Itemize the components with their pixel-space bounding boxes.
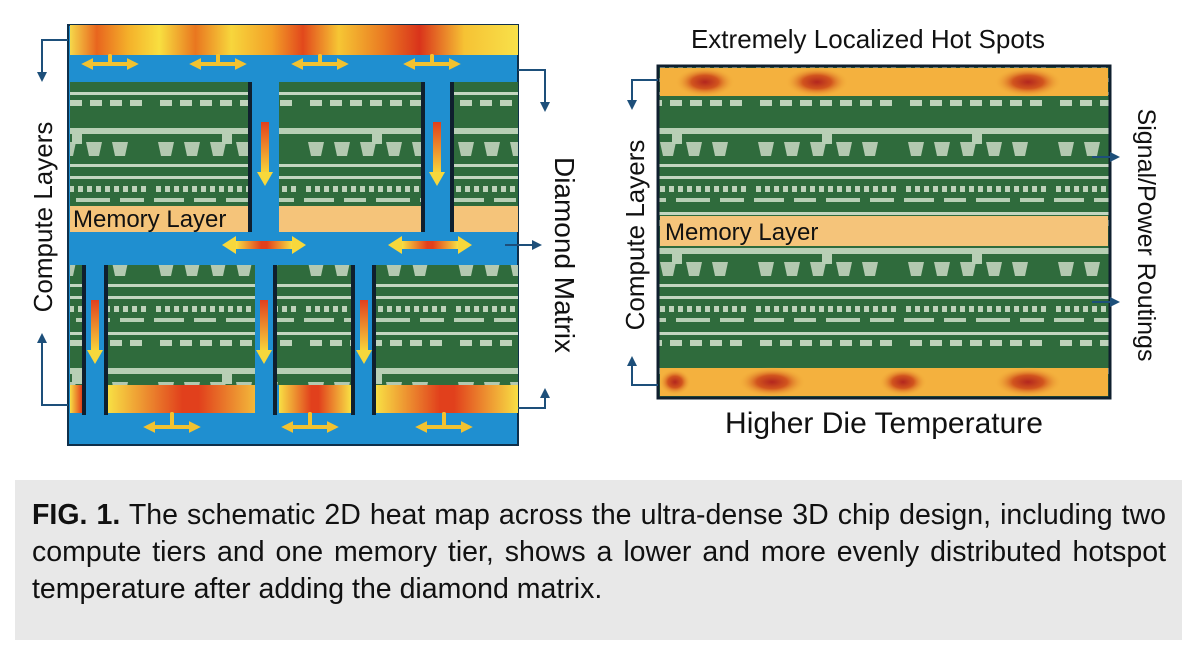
right-compute-layers-label: Compute Layers xyxy=(620,140,650,331)
diamond-matrix-label: Diamond Matrix xyxy=(549,157,580,353)
right-panel: Extremely Localized Hot Spots Compute La… xyxy=(620,24,1160,440)
right-memory-layer-label: Memory Layer xyxy=(665,219,818,246)
hot-spot xyxy=(675,67,735,97)
bottom-hot-layer xyxy=(108,385,273,413)
figure-label: FIG. 1. xyxy=(32,499,120,531)
higher-die-temperature-label: Higher Die Temperature xyxy=(725,407,1043,440)
left-panel: Compute Layers Memory Layer Diamond Matr… xyxy=(28,25,580,445)
lower-compute-tier xyxy=(70,265,518,415)
figure: Compute Layers Memory Layer Diamond Matr… xyxy=(0,0,1199,470)
figure-diagram: Compute Layers Memory Layer Diamond Matr… xyxy=(0,0,1199,470)
left-memory-layer-label: Memory Layer xyxy=(73,206,226,233)
left-compute-layers-label: Compute Layers xyxy=(28,122,58,313)
top-hot-layer xyxy=(70,25,518,55)
caption-text: The schematic 2D heat map across the ult… xyxy=(32,499,1166,605)
hot-spots-label: Extremely Localized Hot Spots xyxy=(691,24,1045,54)
figure-caption: FIG. 1. The schematic 2D heat map across… xyxy=(32,497,1166,608)
signal-power-routings-label: Signal/Power Routings xyxy=(1132,109,1160,362)
